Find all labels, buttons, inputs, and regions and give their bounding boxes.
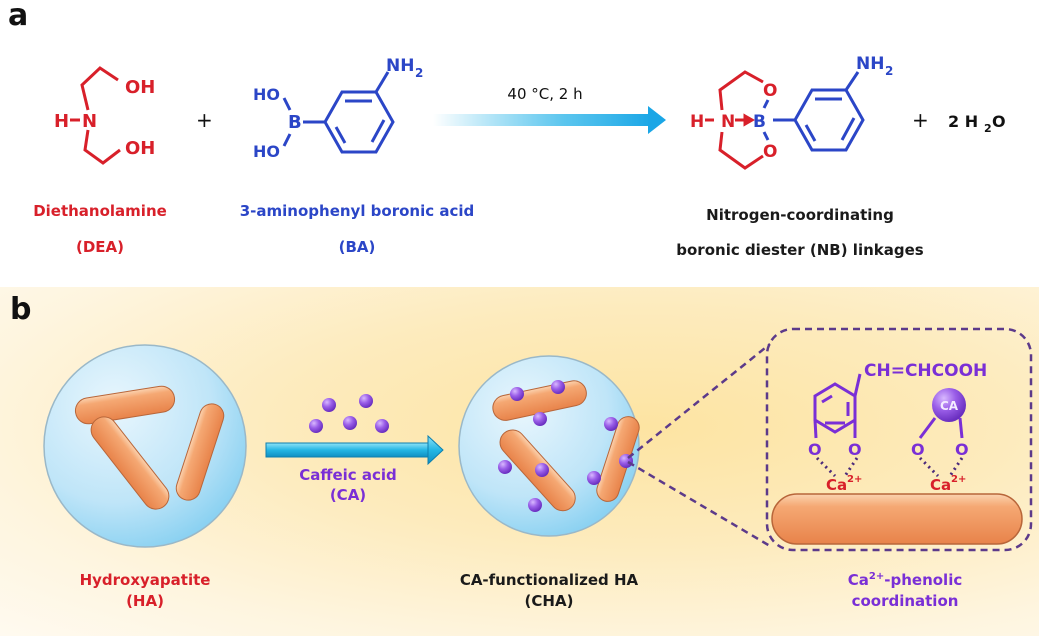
dea-lower-arm [83,129,121,165]
ha-rod-3 [175,403,225,501]
ba-name: 3-aminophenyl boronic acid [239,202,475,220]
product-h-atom: H [690,112,704,132]
ha-abbr: (HA) [126,592,164,610]
cha-attached-beads [498,380,633,512]
reaction-condition: 40 °C, 2 h [507,85,582,103]
ba-b-atom: B [288,112,302,133]
dea-structure [70,66,121,165]
ca-bead [309,419,323,433]
ba-nh-label: NH [386,56,414,76]
ha-sphere [43,344,247,548]
reaction-arrow [433,106,666,134]
water-byproduct: 2 H 2 O [948,112,1006,135]
panel-a-scheme: H N OH OH + HO HO B NH 2 40 °C, 2 h [54,54,1006,170]
inset-caption-line1: Ca2+-phenolic [820,571,990,589]
inset-frame [765,327,1033,552]
ba-structure [282,71,395,154]
ha-rod-2 [90,416,170,510]
ca-bead [535,463,549,477]
caption-charge: 2+ [868,571,885,582]
inset-ha-rod [771,493,1023,545]
ba-benzene-ring [323,90,395,154]
ca-bead [528,498,542,512]
cha-particle [458,355,640,537]
panel-b-label: b [10,292,32,327]
inset-caption-line2: coordination [851,592,959,610]
product-upper-ring [718,70,764,111]
water-subscript: 2 [984,122,992,135]
inset-ca-bead [932,388,966,422]
calcium-charge-left: 2+ [847,474,862,485]
ca-o-right: O [955,440,969,459]
ca-bead [375,419,389,433]
caption-ion: Ca [847,571,869,589]
coordination-dots [815,456,964,478]
product-o-top: O [763,81,777,101]
ba-ho-bottom: HO [253,142,280,161]
reagent-name: Caffeic acid [299,466,397,484]
product-lower-ring [718,131,764,170]
ca-bead-label: CA [940,399,959,413]
ha-particle [43,344,247,548]
plus-sign-1: + [196,108,213,132]
ca-bead [587,471,601,485]
dea-abbr: (DEA) [75,238,125,256]
catechol-o-left: O [808,440,822,459]
catechol-substituent: CH=CHCOOH [864,361,987,381]
ca-bead [359,394,373,408]
water-coef: 2 H [948,112,978,131]
functionalization-arrow [265,434,444,466]
ba-nh-subscript: 2 [415,66,423,80]
product-nh-label: NH [856,54,884,74]
dea-name: Diethanolamine [33,202,167,220]
calcium-charge-right: 2+ [951,474,966,485]
cha-name: CA-functionalized HA [459,571,639,589]
ca-bead [551,380,565,394]
ca-bead [604,417,618,431]
catechol-o-right: O [848,440,862,459]
nb-product-structure [705,70,865,170]
ca-bead [343,416,357,430]
ca-o-left: O [911,440,925,459]
panel-a-label: a [8,0,29,33]
ba-ho-top: HO [253,85,280,104]
product-name-line1: Nitrogen-coordinating [706,206,894,224]
ca-bead [498,460,512,474]
product-b-atom: B [753,112,766,132]
ba-b-oh-bond-top [282,97,292,111]
product-o-bottom: O [763,142,777,162]
dea-upper-arm [80,66,119,111]
ba-ring-double-3 [334,126,347,144]
dea-n-atom: N [82,111,97,132]
water-o: O [992,112,1006,131]
caption-tail: -phenolic [884,571,963,589]
dea-oh-top: OH [125,77,155,98]
ba-b-oh-bond-bottom [282,133,292,147]
product-nh-subscript: 2 [885,64,893,78]
catechol-structure [813,373,862,439]
ha-rod-1 [74,385,176,425]
caffeic-acid-beads [309,394,389,433]
calcium-ion-right: Ca [930,476,951,494]
reagent-abbr: (CA) [329,486,367,504]
cha-abbr: (CHA) [524,592,574,610]
product-benzene-ring [793,88,865,152]
ha-name: Hydroxyapatite [79,571,211,589]
ba-ring-double-2 [370,119,386,143]
ca-bead [510,387,524,401]
calcium-ion-left: Ca [826,476,847,494]
ba-abbr: (BA) [338,238,376,256]
ca-bead [322,398,336,412]
ca-bead-bonds [918,417,964,439]
product-name-line2: boronic diester (NB) linkages [676,241,924,259]
ba-c-n-bond [374,71,390,93]
product-n-atom: N [721,112,735,132]
plus-sign-2: + [912,108,929,132]
dea-oh-bottom: OH [125,138,155,159]
dea-h-atom: H [54,111,69,132]
ca-bead [533,412,547,426]
zoom-callout-lines [627,327,1033,552]
